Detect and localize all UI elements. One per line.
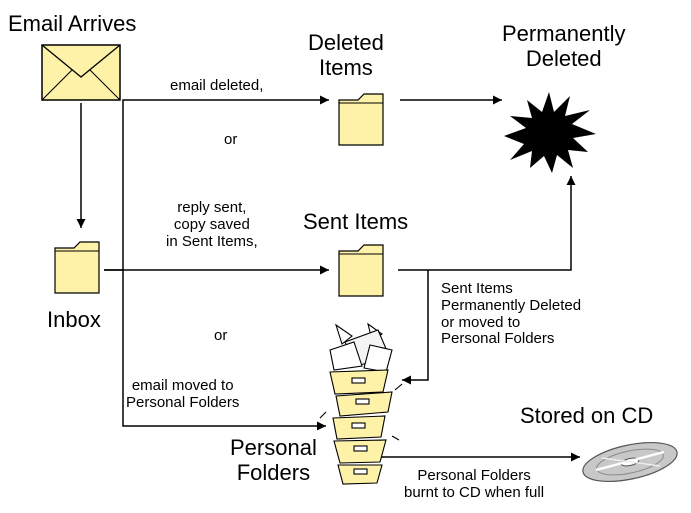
sent-items-deleted-label: Sent Items Permanently Deleted or moved …: [441, 280, 582, 348]
or-label-2: or: [214, 327, 228, 344]
deleted-items-label: Deleted Items: [308, 30, 384, 80]
envelope-icon: [41, 44, 121, 101]
arrow-inbox-to-personal-folders: [122, 270, 326, 431]
stored-on-cd-label: Stored on CD: [520, 403, 654, 428]
or-label-1: or: [224, 131, 238, 148]
arrow-sent-to-personal-folders: [402, 270, 429, 385]
email-arrives-label: Email Arrives: [8, 11, 137, 36]
email-moved-label: email moved to Personal Folders: [126, 377, 240, 411]
cd-icon: [582, 442, 678, 482]
explosion-icon: [504, 92, 596, 173]
sent-items-label: Sent Items: [303, 209, 409, 234]
filing-stack-icon: [319, 322, 403, 485]
sent-items-folder-icon: [338, 244, 384, 297]
inbox-label: Inbox: [47, 307, 101, 332]
permanently-deleted-label: Permanently Deleted: [502, 21, 626, 71]
inbox-folder-icon: [54, 241, 100, 294]
reply-sent-label: reply sent, copy saved in Sent Items,: [166, 199, 258, 250]
burnt-to-cd-label: Personal Folders burnt to CD when full: [404, 467, 545, 501]
deleted-items-folder-icon: [338, 93, 384, 146]
arrow-sent-to-permanently-deleted: [398, 176, 576, 271]
personal-folders-label: Personal Folders: [230, 435, 317, 485]
email-deleted-label: email deleted,: [170, 77, 264, 94]
connectors: [76, 95, 580, 462]
